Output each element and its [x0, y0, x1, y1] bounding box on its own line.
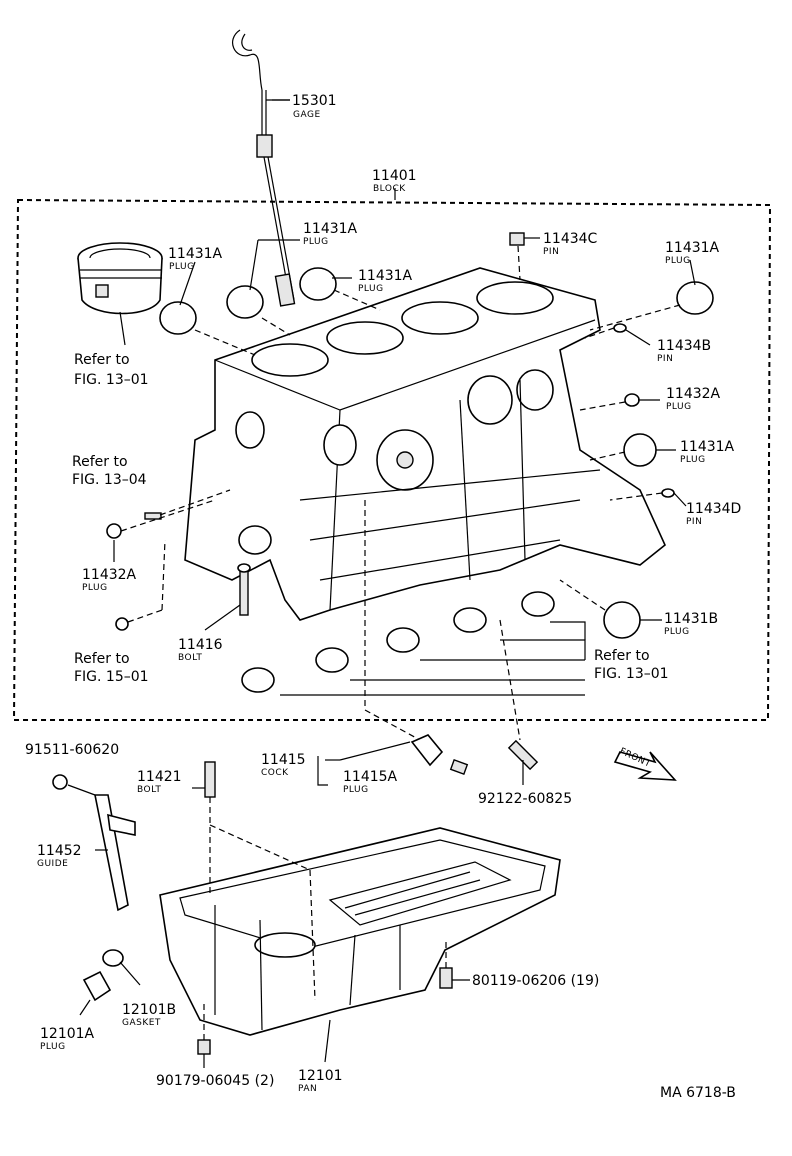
front-arrow: FRONT: [613, 747, 677, 781]
callout-number: 11401: [372, 168, 417, 184]
callout-name: GUIDE: [37, 859, 68, 869]
callout-name: PLUG: [343, 785, 369, 795]
callout-number: 11432A: [82, 567, 137, 583]
callout-name: BOLT: [137, 785, 161, 795]
callout-guide: 11452 GUIDE: [37, 843, 82, 869]
reference-line2: FIG. 13–01: [74, 372, 149, 388]
callout-pan-bolt-bottom: 90179-06045 (2): [156, 1073, 274, 1089]
reference-piston: Refer to FIG. 13–01: [74, 352, 149, 388]
callout-plug-top-center: 11431A PLUG: [303, 221, 358, 247]
callout-name: GASKET: [122, 1018, 161, 1028]
callout-name: COCK: [261, 768, 289, 778]
callout-plug-top-left: 11431A PLUG: [168, 246, 223, 272]
callout-ring: 91511-60620: [25, 742, 119, 758]
reference-line2: FIG. 13–01: [594, 666, 669, 682]
callout-gage: 15301 GAGE: [292, 93, 337, 120]
callout-plug-lower-right: 11431B PLUG: [664, 611, 718, 637]
oil-gage-drawing: [232, 29, 296, 307]
callout-number: 11432A: [666, 386, 721, 402]
callout-name: PLUG: [82, 583, 108, 593]
callout-bolt-pan: 11421 BOLT: [137, 769, 182, 795]
callout-name: PLUG: [666, 402, 692, 412]
cylinder-block-drawing: [184, 267, 666, 621]
callout-cock-plug: 11415A PLUG: [343, 769, 398, 795]
callout-block: 11401 BLOCK: [372, 168, 417, 194]
piston-drawing: [77, 242, 163, 346]
callout-number: 91511-60620: [25, 742, 119, 758]
reference-line1: Refer to: [72, 454, 128, 470]
callout-number: 11415: [261, 752, 306, 768]
callout-name: PIN: [543, 247, 559, 257]
callout-number: 90179-06045 (2): [156, 1073, 274, 1089]
callout-number: 15301: [292, 93, 337, 109]
callout-pin-top: 11434C PIN: [543, 231, 598, 257]
callout-plug-top-right: 11431A PLUG: [665, 240, 720, 266]
reference-bearings: Refer to FIG. 13–01: [594, 648, 669, 682]
reference-lower-left: Refer to FIG. 15–01: [74, 651, 149, 685]
callout-number: 11431A: [665, 240, 720, 256]
reference-left-side: Refer to FIG. 13–04: [72, 454, 147, 488]
callout-pin-right-upper: 11434B PIN: [657, 338, 711, 364]
callout-plug-right: 11431A PLUG: [680, 439, 735, 465]
callout-number: 12101B: [122, 1002, 176, 1018]
callout-number: 11434B: [657, 338, 711, 354]
callout-number: 11431A: [168, 246, 223, 262]
callout-pan-bolt-right: 80119-06206 (19): [472, 973, 599, 989]
callout-plug-small-left: 11432A PLUG: [82, 567, 137, 593]
cock-and-stud-drawing: [410, 734, 539, 785]
callout-pin-right-lower: 11434D PIN: [686, 501, 741, 527]
drawing-code: MA 6718-B: [660, 1085, 736, 1101]
reference-line1: Refer to: [74, 651, 130, 667]
oil-pan-drawing: [79, 761, 561, 1068]
callout-number: 11421: [137, 769, 182, 785]
reference-line2: FIG. 15–01: [74, 669, 149, 685]
callout-number: 11431B: [664, 611, 718, 627]
callout-name: PLUG: [303, 237, 329, 247]
reference-line2: FIG. 13–04: [72, 472, 147, 488]
callout-number: 11416: [178, 637, 223, 653]
callout-stud: 92122-60825: [478, 791, 572, 807]
callout-name: PLUG: [665, 256, 691, 266]
block-boundary: [12, 188, 772, 721]
callout-drain-plug: 12101A PLUG: [40, 1026, 95, 1052]
callout-number: 11452: [37, 843, 82, 859]
callout-name: PIN: [686, 517, 702, 527]
callout-name: PLUG: [680, 455, 706, 465]
callout-number: 80119-06206 (19): [472, 973, 599, 989]
callout-number: 11431A: [358, 268, 413, 284]
callout-plug-small-right: 11432A PLUG: [666, 386, 721, 412]
callout-pan: 12101 PAN: [298, 1068, 343, 1094]
leader-lines: [113, 99, 696, 786]
callout-bolt-block: 11416 BOLT: [178, 637, 223, 663]
callout-name: PLUG: [40, 1042, 66, 1052]
callout-name: PLUG: [358, 284, 384, 294]
callout-number: 12101A: [40, 1026, 95, 1042]
callout-number: 92122-60825: [478, 791, 572, 807]
small-parts-drawing: [106, 232, 714, 693]
callout-name: BLOCK: [373, 184, 406, 194]
callout-name: GAGE: [293, 110, 321, 120]
callout-name: PAN: [298, 1084, 317, 1094]
callout-number: 11434D: [686, 501, 741, 517]
callout-cock: 11415 COCK: [261, 752, 306, 778]
callout-plug-mid-center: 11431A PLUG: [358, 268, 413, 294]
callout-number: 11434C: [543, 231, 598, 247]
callout-name: PIN: [657, 354, 673, 364]
callout-name: BOLT: [178, 653, 202, 663]
callout-number: 11415A: [343, 769, 398, 785]
callout-number: 12101: [298, 1068, 343, 1084]
gage-guide-drawing: [52, 774, 136, 912]
reference-line1: Refer to: [74, 352, 130, 368]
callout-name: PLUG: [664, 627, 690, 637]
callout-number: 11431A: [303, 221, 358, 237]
callout-name: PLUG: [169, 262, 195, 272]
callout-gasket: 12101B GASKET: [122, 1002, 176, 1028]
reference-line1: Refer to: [594, 648, 650, 664]
callout-number: 11431A: [680, 439, 735, 455]
